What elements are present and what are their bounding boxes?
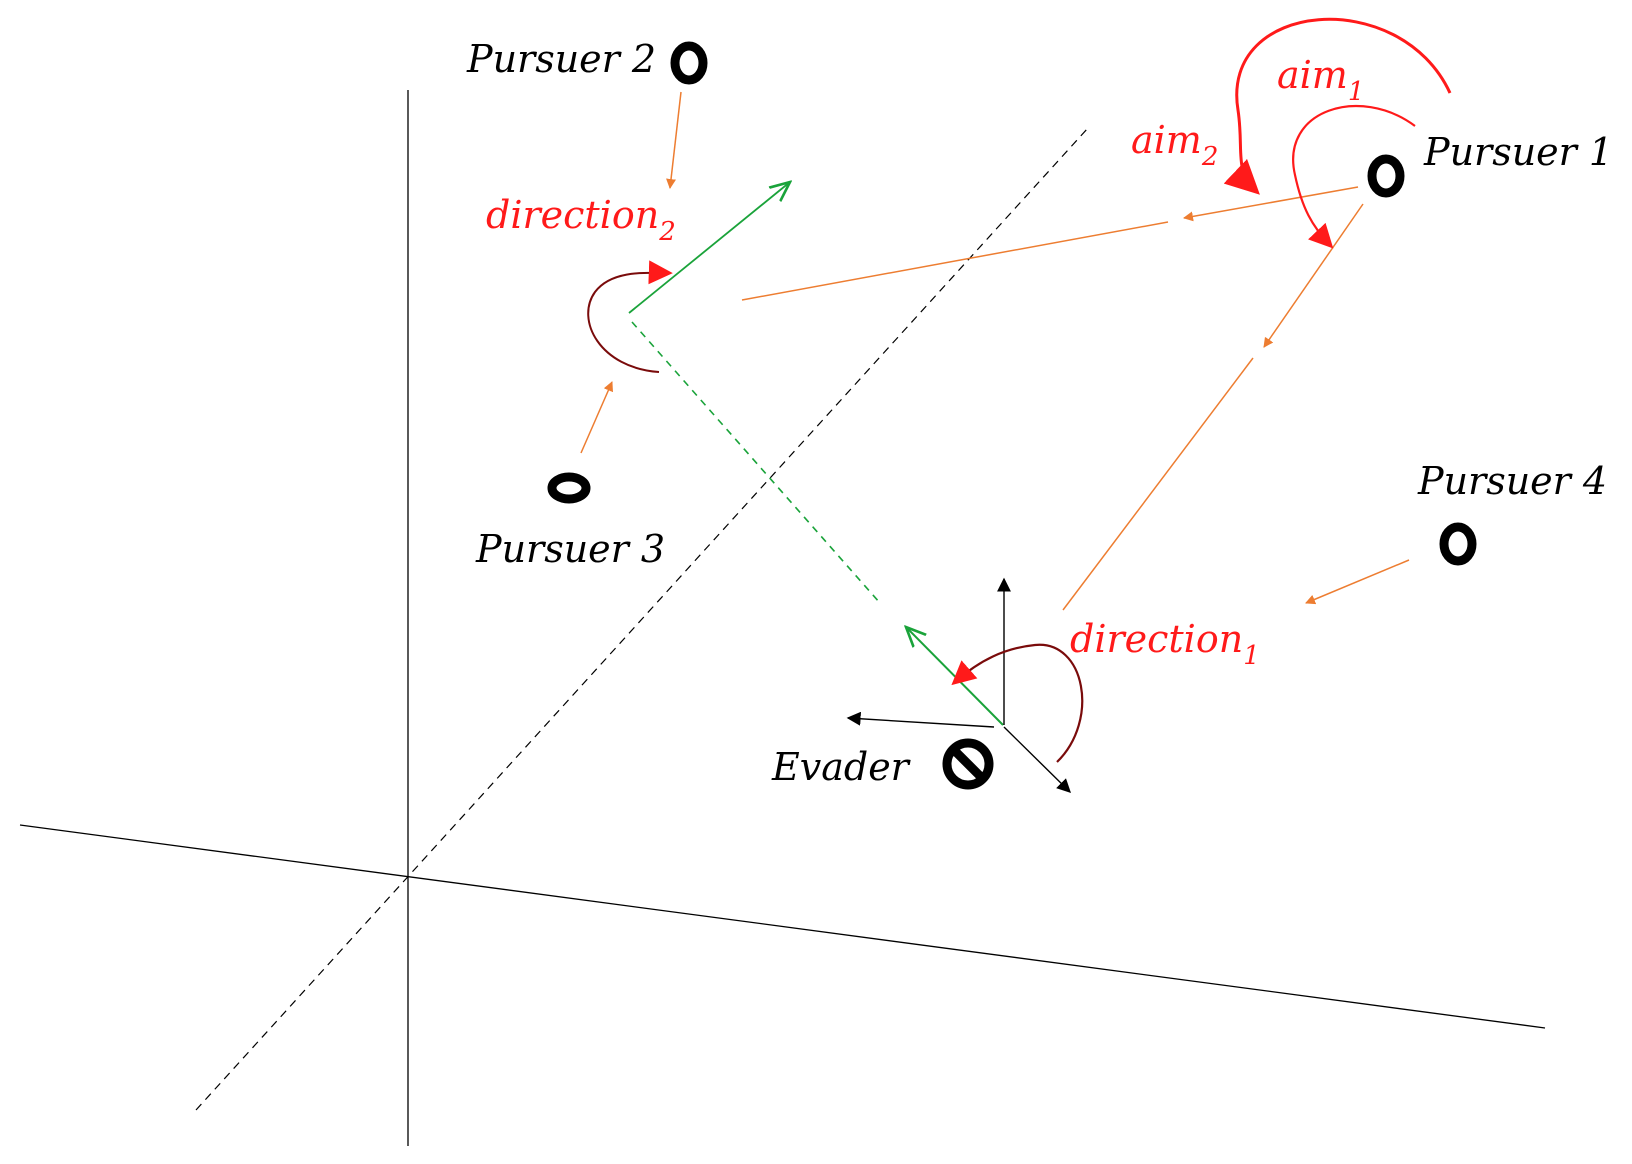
direction1-arc bbox=[951, 643, 1084, 763]
pursuer2-down-arrow bbox=[666, 91, 682, 189]
pursuer3-label: Pursuer 3 bbox=[475, 527, 665, 571]
evader-marker bbox=[942, 738, 994, 790]
pursuer1-to-left-line bbox=[741, 221, 1169, 301]
aim2-label: aim2 bbox=[1131, 118, 1218, 172]
diagonal-dashed-axis bbox=[195, 127, 1089, 1111]
evader-label: Evader bbox=[771, 745, 912, 789]
direction1-label: direction1 bbox=[1070, 617, 1260, 671]
pursuer1-label: Pursuer 1 bbox=[1423, 130, 1613, 174]
pursuer4-arrow bbox=[1305, 559, 1410, 605]
pursuer1-to-left-arrow-head bbox=[1183, 186, 1359, 222]
pursuer3-up-arrow bbox=[580, 381, 613, 454]
evader-x-axis bbox=[846, 711, 995, 728]
pursuer2-label: Pursuer 2 bbox=[466, 37, 656, 81]
connection-dashed bbox=[631, 321, 881, 604]
pursuer1-marker bbox=[1367, 154, 1405, 198]
pursuer2-marker bbox=[670, 41, 708, 85]
pursuer4-marker bbox=[1439, 522, 1477, 566]
aim2-arc bbox=[1292, 104, 1416, 249]
direction2-label: direction2 bbox=[486, 193, 676, 247]
pursuer1-to-down-arrow-head bbox=[1263, 203, 1364, 348]
agents bbox=[547, 41, 1477, 790]
orange-arrows bbox=[580, 91, 1410, 611]
angle-arcs bbox=[587, 17, 1452, 763]
green-vectors bbox=[628, 182, 1004, 726]
direction2-vector bbox=[628, 182, 790, 314]
aim1-label: aim1 bbox=[1277, 53, 1364, 107]
pursuer1-to-down-line bbox=[1062, 357, 1254, 611]
direction2-arc bbox=[587, 260, 673, 373]
evader-direction-vector bbox=[906, 627, 1004, 726]
evader-diag-axis bbox=[1003, 726, 1071, 793]
pursuer4-label: Pursuer 4 bbox=[1417, 459, 1607, 503]
labels: Pursuer 1 Pursuer 2 Pursuer 3 Pursuer 4 … bbox=[466, 37, 1613, 789]
coordinate-axes bbox=[19, 90, 1546, 1146]
horizontal-axis bbox=[19, 824, 1546, 1029]
aim1-arc bbox=[1223, 17, 1452, 195]
pursuer3-marker bbox=[547, 472, 591, 504]
